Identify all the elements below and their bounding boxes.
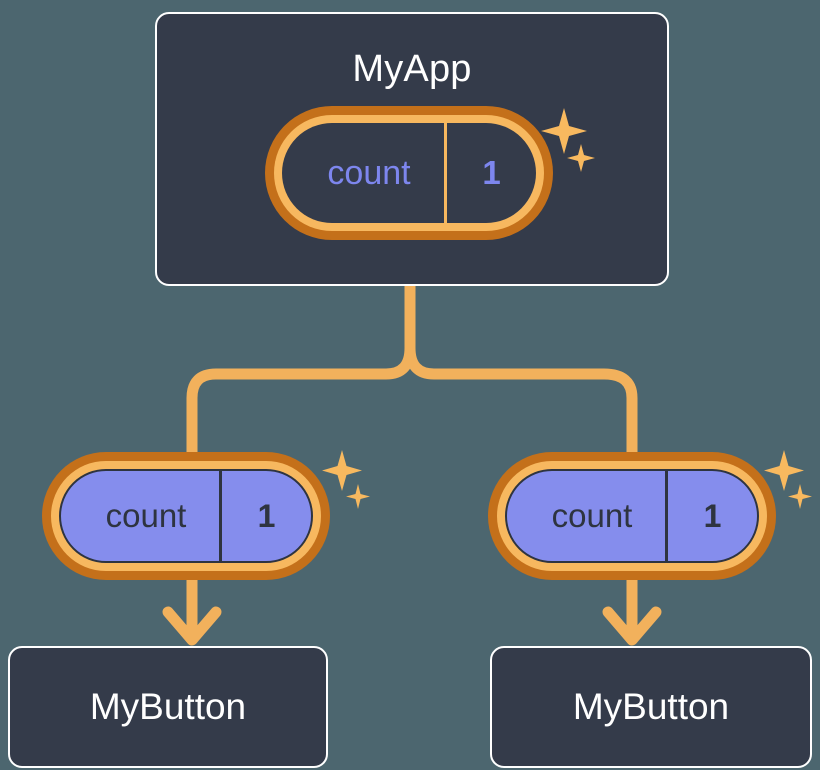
child-left-state-key: count bbox=[105, 497, 187, 534]
child-left-state-pill-ring: count 1 bbox=[51, 461, 321, 571]
child-right-leaf-card[interactable]: MyButton bbox=[490, 646, 812, 768]
child-left-state-pill-body: count 1 bbox=[59, 469, 313, 563]
child-right-state-pill-body: count 1 bbox=[505, 469, 759, 563]
parent-state-value: 1 bbox=[444, 123, 536, 223]
child-right-state-pill-ring: count 1 bbox=[497, 461, 767, 571]
child-left-state-pill[interactable]: count 1 bbox=[42, 452, 330, 580]
child-left-state-value: 1 bbox=[219, 471, 311, 561]
connector-arrow-left-head bbox=[162, 606, 222, 646]
parent-state-pill[interactable]: count 1 bbox=[265, 106, 553, 240]
connector-branch-right bbox=[404, 342, 638, 458]
child-right-state-value: 1 bbox=[665, 471, 757, 561]
connector-branch-left bbox=[186, 342, 416, 458]
child-left-leaf-title: MyButton bbox=[89, 686, 247, 727]
connector-arrow-right-head bbox=[602, 606, 662, 646]
sparkle-small-icon bbox=[346, 484, 370, 509]
parent-state-key: count bbox=[327, 153, 411, 192]
parent-state-pill-body: count 1 bbox=[282, 123, 536, 223]
child-left-leaf-card[interactable]: MyButton bbox=[8, 646, 328, 768]
child-right-state-key: count bbox=[551, 497, 633, 534]
sparkle-large-icon bbox=[764, 450, 804, 491]
sparkle-small-icon bbox=[788, 484, 812, 509]
parent-state-pill-ring: count 1 bbox=[274, 115, 544, 231]
child-right-state-pill[interactable]: count 1 bbox=[488, 452, 776, 580]
parent-component-title: MyApp bbox=[352, 48, 472, 90]
child-right-leaf-title: MyButton bbox=[572, 686, 730, 727]
sparkle-large-icon bbox=[322, 450, 362, 491]
